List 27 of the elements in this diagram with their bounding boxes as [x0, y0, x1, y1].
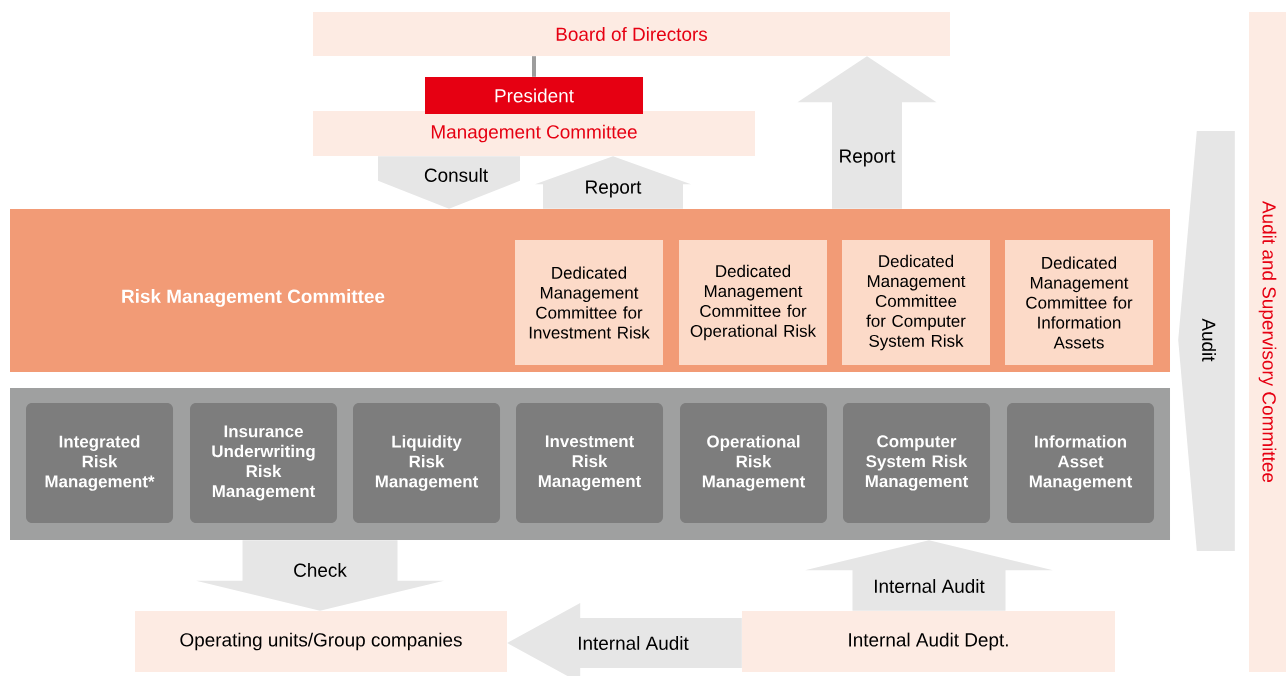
committee-box: Dedicated Management Committee for Operational Risk — [679, 240, 827, 365]
edge-label: Consult — [422, 167, 490, 183]
committee-box: Dedicated Management Committee for Investment Risk — [515, 240, 663, 365]
president-box: President — [425, 77, 643, 114]
committee-box: Dedicated Management Committee for Information Assets — [1005, 240, 1153, 365]
block-arrow — [797, 56, 937, 209]
risk-card: Information Asset Management — [1007, 403, 1154, 523]
edge-label: Audit — [1201, 317, 1217, 363]
connector-line — [532, 56, 536, 77]
audit-dept-box: Internal Audit Dept. — [742, 611, 1115, 672]
block-arrow — [507, 603, 742, 676]
unit-box: Operating units/Group companies — [135, 611, 507, 672]
supervisory-band: Audit and Supervisory Committee — [1249, 12, 1286, 672]
edge-label: Internal Audit — [576, 635, 690, 651]
block-arrow — [196, 540, 444, 611]
risk-card: Integrated Risk Management* — [26, 403, 173, 523]
risk-card: Investment Risk Management — [516, 403, 663, 523]
risk-card: Insurance Underwriting Risk Management — [190, 403, 337, 523]
committee-box: Dedicated Management Committee for Computer System Risk — [842, 240, 990, 365]
edge-label: Check — [292, 562, 348, 578]
edge-label: Internal Audit — [872, 578, 986, 594]
risk-card: Liquidity Risk Management — [353, 403, 500, 523]
board-box: Board of Directors — [313, 12, 950, 56]
risk-card: Operational Risk Management — [680, 403, 827, 523]
block-arrow — [1178, 131, 1235, 551]
risk-card: Computer System Risk Management — [843, 403, 990, 523]
committee-box: Management Committee — [313, 111, 755, 156]
